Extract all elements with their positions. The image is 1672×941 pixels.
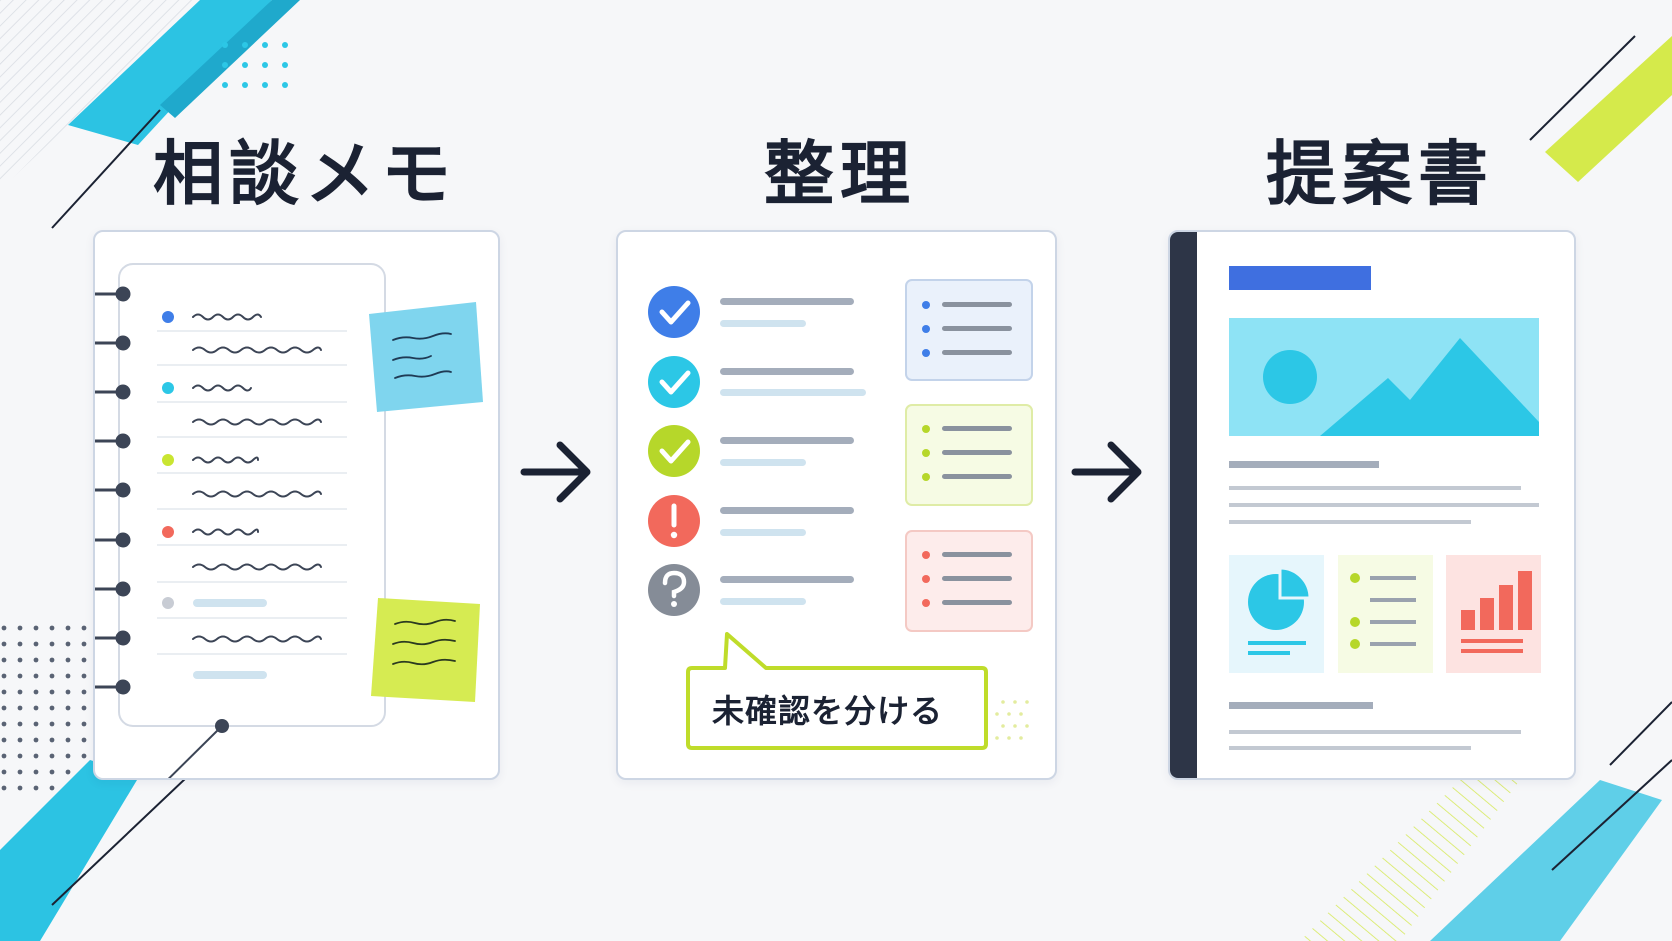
arrow-right-icon [1071,441,1142,503]
image-icon [1229,318,1539,436]
proposal-panel [1168,230,1576,780]
stage-title-memo: 相談メモ [153,133,457,215]
bullet-list-card [1338,555,1433,673]
callout-text: 未確認を分ける [712,692,944,730]
stage-title-proposal: 提案書 [1266,133,1494,215]
notebook-illustration [95,263,483,778]
memo-panel [93,230,500,780]
group-box-red [905,530,1033,632]
organize-panel [616,230,1057,780]
check-icon [648,425,700,477]
sticky-note-lime [371,598,480,702]
proposal-document-illustration [1170,232,1541,778]
callout-bubble [686,632,988,750]
group-box-lime [905,404,1033,506]
sticky-note-cyan [369,302,483,412]
arrow-right-icon [520,441,591,503]
group-box-blue [905,279,1033,381]
pie-chart-icon [1229,555,1324,673]
bar-chart-icon [1446,555,1541,673]
check-icon [648,286,700,338]
stage-title-organize: 整理 [764,133,916,215]
question-icon [648,564,700,616]
exclamation-icon [648,495,700,547]
checklist-illustration [648,279,1033,750]
check-icon [648,356,700,408]
